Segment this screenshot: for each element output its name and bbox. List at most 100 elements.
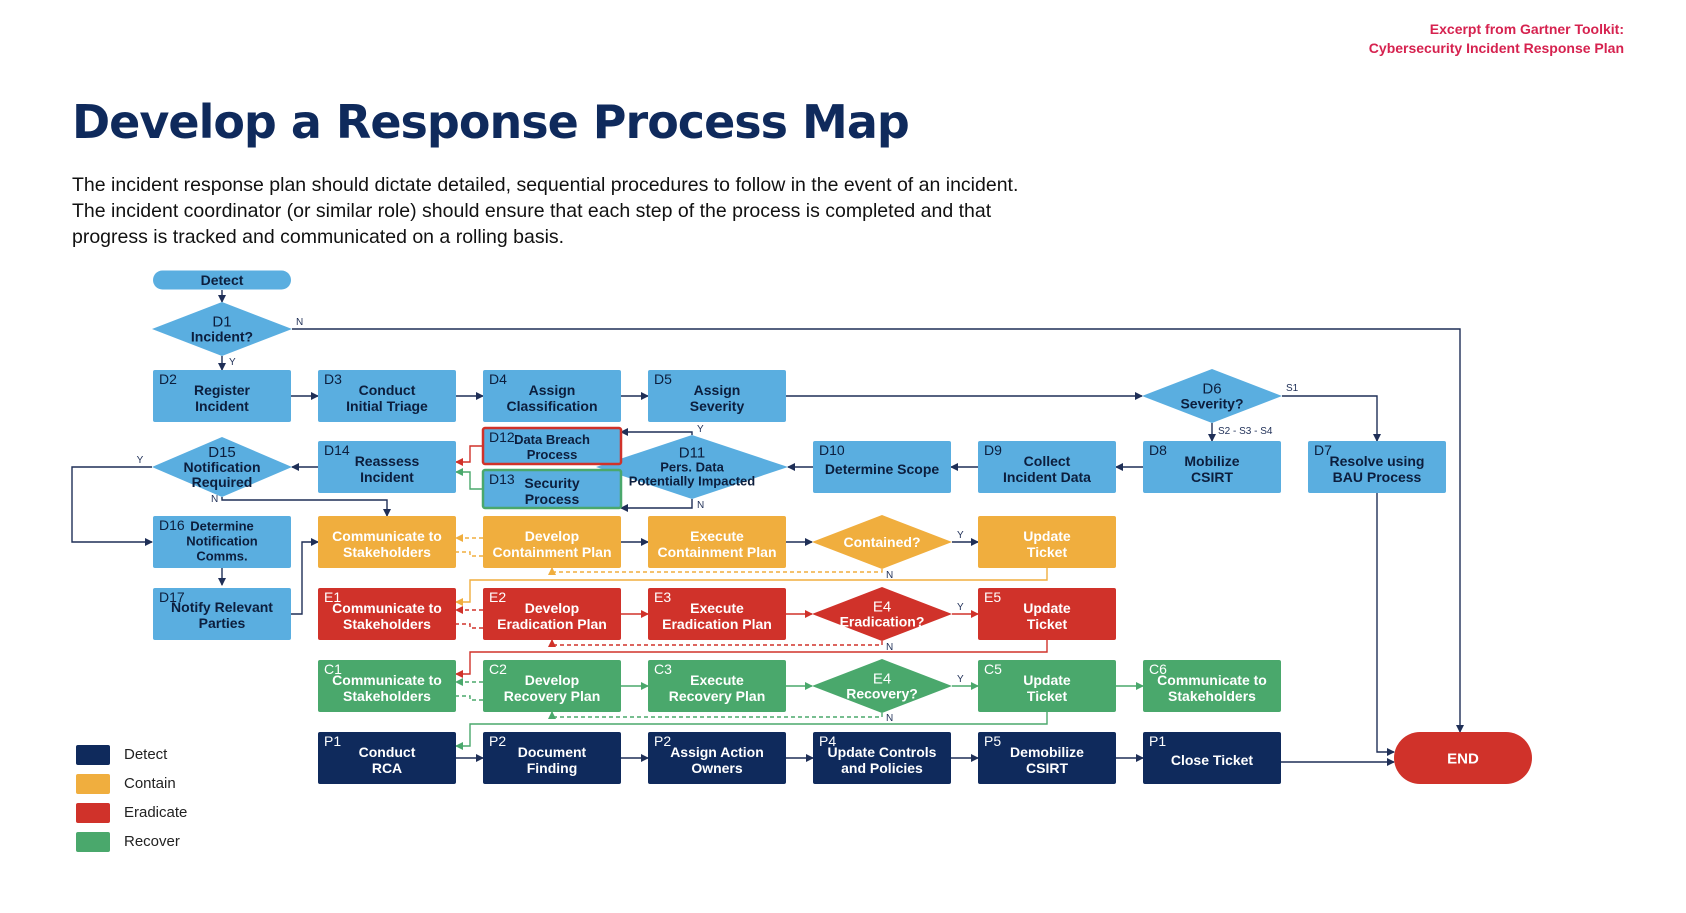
node-p3-label-1: Assign Action [670,744,764,760]
node-r1-shape [318,660,456,712]
node-d15-label-2: Required [192,474,253,490]
node-r4-label: Recovery? [846,686,918,702]
node-end-shape [1394,732,1532,784]
node-p2-id: P2 [489,733,506,749]
node-c2-label-1: Develop [525,528,579,544]
node-r1-label-2: Stakeholders [343,688,431,704]
edge-c4-c2 [548,567,883,575]
edge-r4-r2 [548,711,883,719]
edge-d11-d13 [620,499,693,512]
legend-swatch-recover [76,831,110,852]
node-d16-label-1: Determine [190,519,254,534]
edge-r1-loop [456,695,483,701]
node-end-label: END [1447,750,1479,767]
node-d1-id: D1 [212,314,231,331]
edge-d7-end [1376,493,1395,756]
node-e1-label-2: Stakeholders [343,616,431,632]
edge-d11-d12 [620,428,693,436]
node-e5-label-2: Ticket [1027,616,1068,632]
legend-item-recover: Recover [76,827,187,856]
node-c4-label: Contained? [844,534,921,550]
node-r4-id: E4 [873,671,891,688]
page-title: Develop a Response Process Map [72,95,910,149]
node-e4-label: Eradication? [840,614,925,630]
node-p1-id: P1 [324,733,341,749]
legend-label-eradicate: Eradicate [124,804,188,821]
node-d8-shape [1143,441,1281,493]
node-d8-id: D8 [1149,442,1167,458]
node-e1-shape [318,588,456,640]
node-c1-label-1: Communicate to [332,528,442,544]
node-e3-label-1: Execute [690,600,744,616]
node-p4-id: P4 [819,733,836,749]
node-d2-label-2: Incident [195,398,249,414]
edge-e5-r1 [455,640,1048,678]
node-r5-label-2: Ticket [1027,688,1068,704]
intro-line-1: The incident response plan should dictat… [72,174,1019,196]
node-p4-shape [813,732,951,784]
edge-r5-p1 [455,712,1048,750]
node-d12-label-1: Data Breach [514,432,590,447]
node-c2-shape [483,516,621,568]
edge-d17-c1 [291,538,319,615]
node-d9-shape [978,441,1116,493]
edge-c5-e1 [455,568,1048,606]
node-d1-shape [152,302,292,356]
edge-e4-e2 [548,639,883,647]
node-d3-id: D3 [324,371,342,387]
legend-label-recover: Recover [124,833,180,850]
node-d5-id: D5 [654,371,672,387]
node-d3-label-1: Conduct [359,382,416,398]
excerpt-line-1: Excerpt from Gartner Toolkit: [1429,21,1624,37]
node-r5-shape [978,660,1116,712]
edge-d15-d16 [71,466,153,546]
node-d9-id: D9 [984,442,1002,458]
node-e2-id: E2 [489,589,506,605]
edge-label-r4-yes: Y [957,674,964,685]
node-p4-label-1: Update Controls [828,744,937,760]
node-p6-id: P1 [1149,733,1166,749]
node-d6-shape [1142,369,1282,423]
node-d6-label: Severity? [1180,396,1243,412]
node-p5-label-1: Demobilize [1010,744,1084,760]
process-nodes: DetectD1Incident?D2RegisterIncidentD3Con… [152,270,1532,784]
edge-d13-d14 [455,468,483,490]
node-d6-id: D6 [1202,381,1221,398]
legend-label-detect: Detect [124,746,168,763]
node-d10-shape [813,441,951,493]
node-start-label: Detect [201,272,244,288]
connectors [71,290,1464,766]
node-d10-label: Determine Scope [825,461,940,477]
edge-label-d11-no: N [697,500,704,511]
node-d13-shape [481,468,623,510]
node-r1-id: C1 [324,661,342,677]
edge-label-d6-s234: S2 - S3 - S4 [1218,426,1273,437]
node-d2-id: D2 [159,371,177,387]
node-d16-shape [153,516,291,568]
node-r1-label-1: Communicate to [332,672,442,688]
node-p3-shape [648,732,786,784]
node-d14-label-1: Reassess [355,453,420,469]
node-d15-id: D15 [208,444,236,461]
node-d2-label-1: Register [194,382,251,398]
node-d11-label-1: Pers. Data [660,460,724,475]
node-e1-id: E1 [324,589,341,605]
